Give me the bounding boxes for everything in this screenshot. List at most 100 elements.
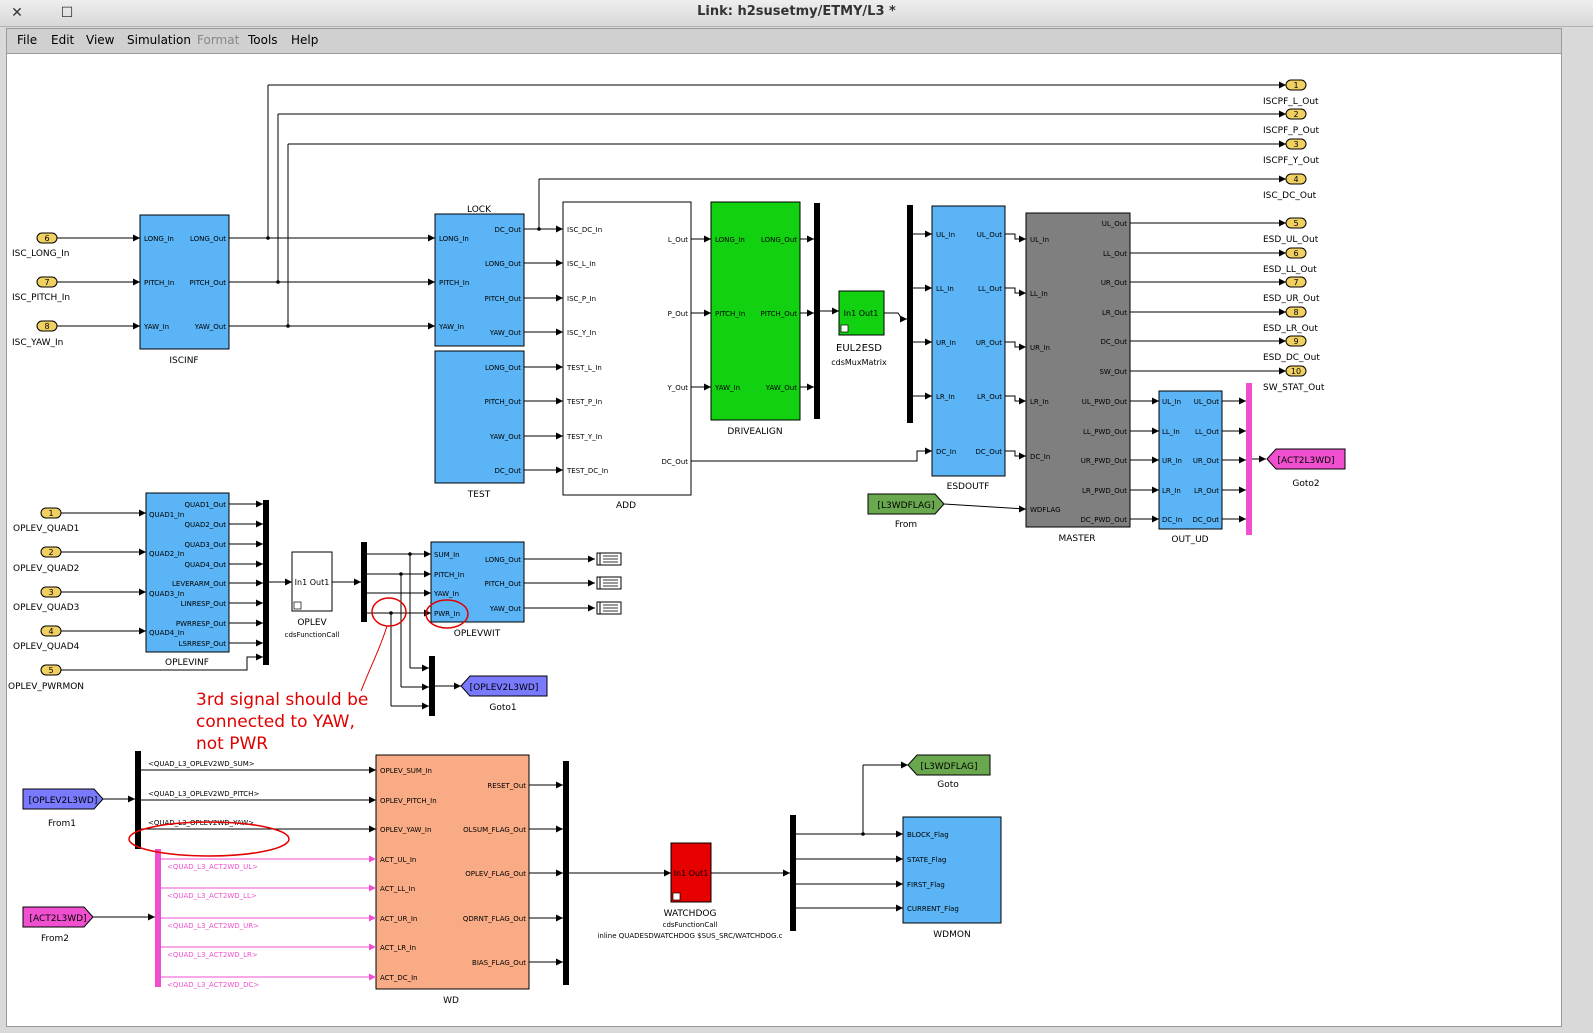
master-block[interactable] <box>1025 212 1131 528</box>
port-label: ACT_LR_In <box>380 944 416 952</box>
signal-label: <QUAD_L3_OPLEV2WD_YAW> <box>148 819 254 827</box>
arrowhead <box>369 855 376 863</box>
esdoutf-block[interactable] <box>931 205 1006 477</box>
menu-format: Format <box>197 33 240 47</box>
inport-name: OPLEV_QUAD4 <box>13 642 80 652</box>
goto-block[interactable] <box>907 754 991 776</box>
inport-name: OPLEV_QUAD2 <box>13 564 79 574</box>
arrowhead <box>1239 427 1246 435</box>
wd-block[interactable] <box>375 754 530 990</box>
arrowhead <box>1239 397 1246 405</box>
arrowhead <box>428 234 435 242</box>
port-label: LR_In <box>1162 487 1181 495</box>
simulink-diagram[interactable]: 1ISCPF_L_Out2ISCPF_P_Out3ISCPF_Y_Out4ISC… <box>7 54 1561 1026</box>
port-label: YAW_Out <box>489 433 522 441</box>
arrowhead <box>369 766 376 774</box>
signal-label: <QUAD_L3_ACT2WD_LL> <box>167 892 257 900</box>
signal-line <box>61 656 263 671</box>
arrowhead <box>704 309 711 317</box>
goto1-block[interactable] <box>460 675 548 697</box>
block-port-text: In1 Out1 <box>674 869 709 878</box>
port-label: QUAD4_In <box>149 629 184 637</box>
outport-number: 9 <box>1293 337 1298 346</box>
lock-block[interactable] <box>434 213 525 347</box>
maximize-icon[interactable]: ☐ <box>60 5 74 21</box>
port-label: BIAS_FLAG_Out <box>472 959 526 967</box>
port-label: LR_In <box>1030 398 1049 406</box>
menu-help[interactable]: Help <box>291 33 319 47</box>
from-name: From <box>895 520 917 530</box>
block-name: OPLEVWIT <box>454 629 501 639</box>
menu-edit[interactable]: Edit <box>51 33 75 47</box>
goto1-block-tag: [OPLEV2L3WD] <box>470 683 539 693</box>
port-label: LL_Out <box>1103 250 1127 258</box>
arrowhead <box>1239 515 1246 523</box>
port-label: STATE_Flag <box>907 856 946 864</box>
arrowhead <box>556 466 563 474</box>
port-label: YAW_In <box>433 590 459 598</box>
right-margin <box>1562 53 1593 1033</box>
oplevinf-block[interactable] <box>145 492 230 653</box>
port-label: LONG_Out <box>190 235 226 243</box>
arrowhead <box>454 682 461 690</box>
signal-label: <QUAD_L3_ACT2WD_UR> <box>167 922 259 930</box>
goto2-block[interactable] <box>1266 448 1346 470</box>
port-label: OPLEV_PITCH_In <box>380 797 437 805</box>
port-label: SUM_In <box>434 551 460 559</box>
port-label: UR_In <box>1162 457 1182 465</box>
arrowhead <box>1259 455 1266 463</box>
block-name: TEST <box>467 490 491 500</box>
oplevwit-block[interactable] <box>430 541 525 623</box>
annotation-arrow <box>360 625 388 692</box>
port-label: Y_Out <box>667 384 689 392</box>
inport-number: 6 <box>44 234 49 243</box>
port-label: LL_Out <box>1195 428 1219 436</box>
arrowhead <box>1152 515 1159 523</box>
arrowhead <box>1279 278 1286 286</box>
drivealign-block[interactable] <box>710 201 801 421</box>
port-label: DC_Out <box>495 226 522 234</box>
test-block[interactable] <box>434 350 525 484</box>
arrowhead <box>588 604 595 612</box>
port-label: LR_Out <box>977 393 1002 401</box>
arrowhead <box>925 230 932 238</box>
arrowhead <box>424 550 431 558</box>
menu-tools[interactable]: Tools <box>248 33 278 47</box>
annotation-text: 3rd signal should be <box>196 690 368 710</box>
from2-block[interactable] <box>22 906 94 928</box>
arrowhead <box>807 383 814 391</box>
arrowhead <box>1279 81 1286 89</box>
close-icon[interactable]: ✕ <box>11 5 23 21</box>
arrowhead <box>556 225 563 233</box>
port-label: LR_Out <box>1194 487 1219 495</box>
iscinf-block[interactable] <box>139 214 230 350</box>
port-label: TEST_L_In <box>566 364 602 372</box>
block-name: MASTER <box>1058 534 1095 544</box>
port-label: PITCH_Out <box>485 398 522 406</box>
branch-point <box>389 611 393 615</box>
port-label: ACT_UR_In <box>380 915 417 923</box>
arrowhead <box>704 235 711 243</box>
from-block[interactable] <box>867 493 945 515</box>
inport-number: 4 <box>48 627 53 636</box>
arrowhead <box>369 914 376 922</box>
port-label: LONG_In <box>144 235 174 243</box>
link-icon <box>672 892 681 901</box>
port-label: OPLEV_FLAG_Out <box>465 870 526 878</box>
arrowhead <box>807 309 814 317</box>
block-subtitle: cdsFunctionCall <box>285 631 340 639</box>
wdmon-block[interactable] <box>902 816 1002 924</box>
port-label: PWRRESP_Out <box>176 620 226 628</box>
port-label: YAW_Out <box>489 605 522 613</box>
arrowhead <box>1019 505 1026 513</box>
from1-block[interactable] <box>22 788 104 810</box>
inport-number: 8 <box>44 322 49 331</box>
menu-view[interactable]: View <box>86 33 115 47</box>
port-label: TEST_DC_In <box>566 467 608 475</box>
inport-name: ISC_PITCH_In <box>12 293 70 303</box>
block-port-text: In1 Out1 <box>295 578 330 587</box>
menu-file[interactable]: File <box>17 33 38 47</box>
add-block[interactable] <box>562 201 692 496</box>
menu-simulation[interactable]: Simulation <box>127 33 191 47</box>
